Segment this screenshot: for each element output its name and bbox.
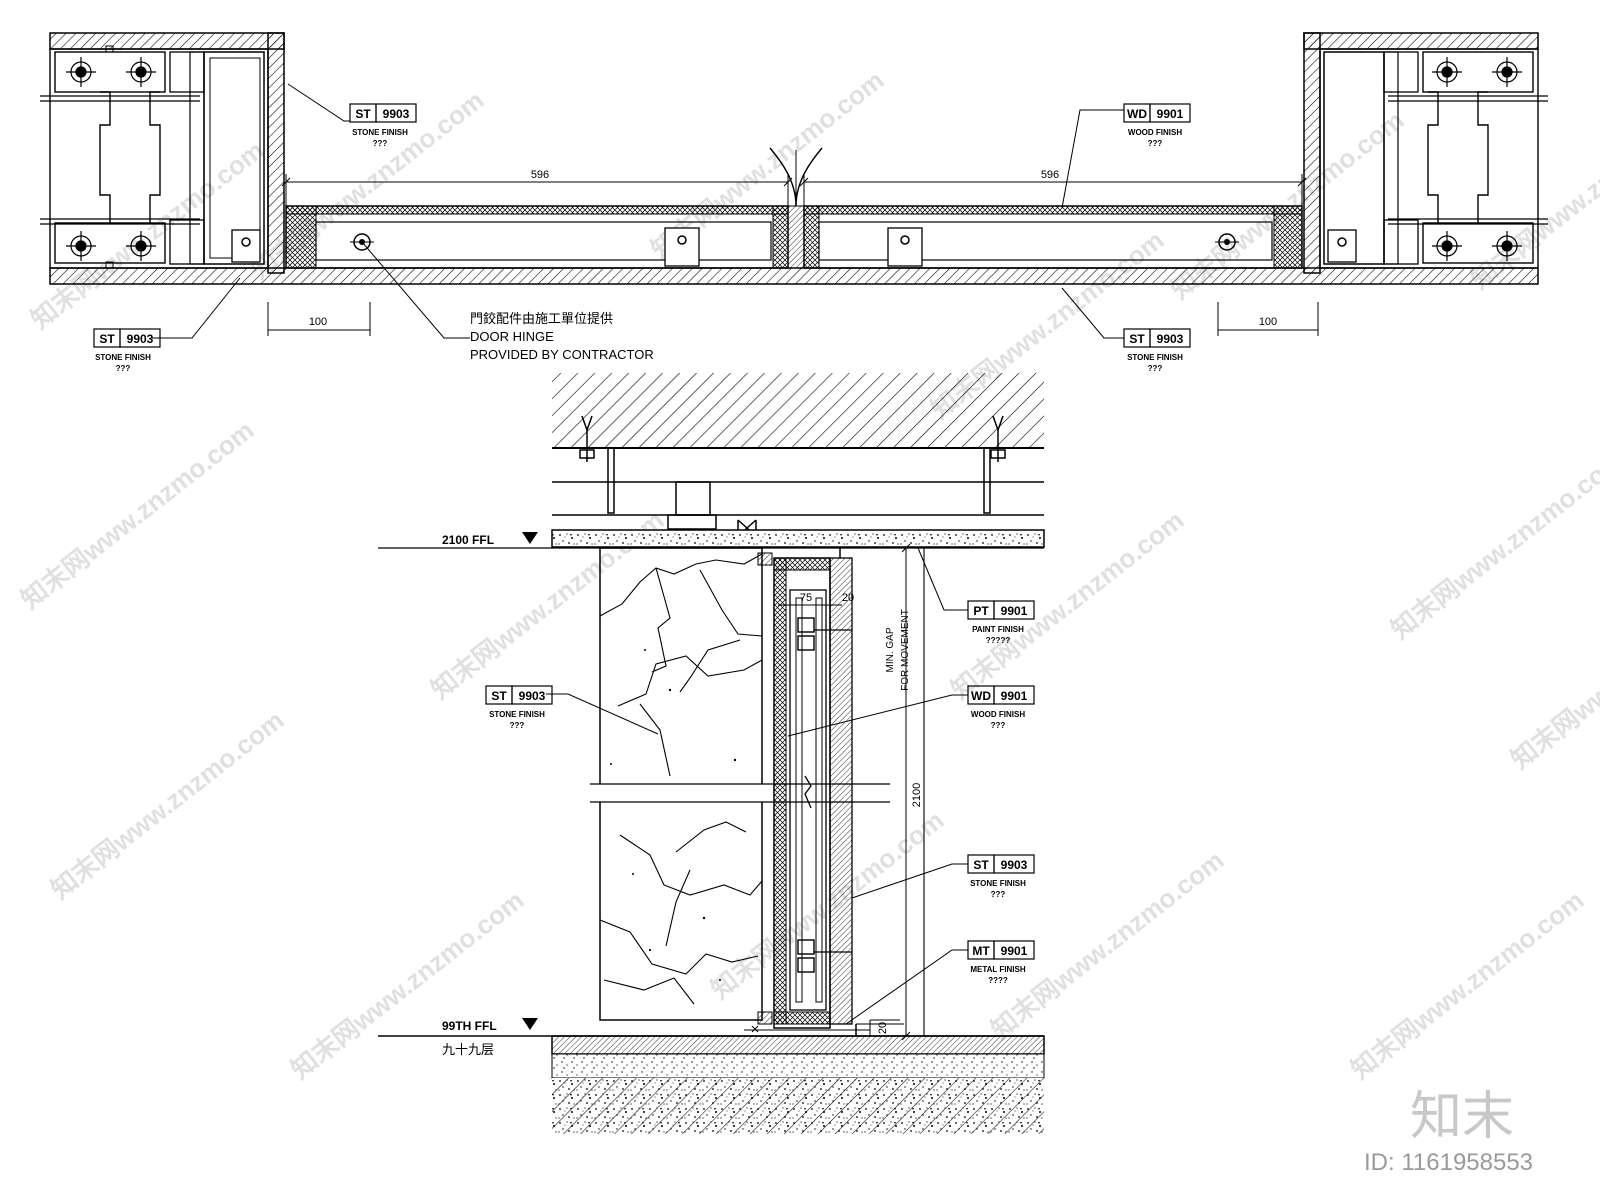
image-id: ID: 1161958553: [1364, 1149, 1533, 1176]
tag-wd-section: WD 9901 WOOD FINISH ???: [967, 685, 1035, 730]
dim-bottom-gap: 20: [877, 1022, 889, 1034]
svg-text:九十九层: 九十九层: [442, 1042, 494, 1057]
svg-text:9903: 9903: [383, 107, 410, 121]
svg-text:99TH FFL: 99TH FFL: [442, 1019, 497, 1033]
svg-text:9903: 9903: [1001, 858, 1028, 872]
svg-text:STONE FINISH: STONE FINISH: [970, 879, 1026, 888]
svg-text:?????: ?????: [986, 636, 1011, 645]
svg-text:???: ???: [991, 721, 1006, 730]
watermark-text: 知末网www.znzmo.com: [1385, 445, 1600, 645]
level-marker-bottom: 99TH FFL 九十九层: [442, 1018, 538, 1057]
svg-text:ST: ST: [355, 107, 371, 121]
svg-text:STONE FINISH: STONE FINISH: [1127, 353, 1183, 362]
dim-left-width: 596: [531, 169, 549, 181]
svg-text:PAINT FINISH: PAINT FINISH: [972, 625, 1024, 634]
svg-text:STONE FINISH: STONE FINISH: [489, 710, 545, 719]
svg-text:STONE FINISH: STONE FINISH: [95, 353, 151, 362]
svg-text:ST: ST: [1129, 332, 1145, 346]
marble-veins: [599, 553, 763, 1005]
tag-st-section-right: ST 9903 STONE FINISH ???: [967, 854, 1035, 899]
tag-st-bottom-left: ST 9903 STONE FINISH ???: [93, 328, 161, 373]
door-leaves-plan: [285, 147, 1303, 269]
dim-height: 2100: [911, 783, 923, 807]
svg-text:MT: MT: [972, 944, 990, 958]
right-steel-frame: [1319, 48, 1548, 269]
svg-text:WOOD FINISH: WOOD FINISH: [971, 710, 1025, 719]
dim-plate-gap: 20: [842, 592, 854, 604]
hinge-note-cn: 門鉸配件由施工單位提供: [470, 311, 613, 326]
tag-st-bottom-right: ST 9903 STONE FINISH ???: [1123, 328, 1191, 373]
svg-text:????: ????: [988, 976, 1008, 985]
tag-st-section-left: ST 9903 STONE FINISH ???: [485, 685, 553, 730]
svg-text:STONE FINISH: STONE FINISH: [352, 128, 408, 137]
svg-text:ST: ST: [491, 689, 507, 703]
svg-text:9903: 9903: [1157, 332, 1184, 346]
watermark-text: 知末网www.znzmo.com: [15, 415, 259, 615]
svg-text:WD: WD: [971, 689, 991, 703]
brand-watermark: 知末: [1410, 1087, 1514, 1147]
gap-note-1: MIN. GAP: [885, 627, 896, 672]
watermark-text: 知末网www.znzmo.com: [45, 705, 289, 905]
svg-text:ST: ST: [973, 858, 989, 872]
svg-text:2100 FFL: 2100 FFL: [442, 533, 494, 547]
dim-right-width: 596: [1041, 169, 1059, 181]
svg-text:???: ???: [510, 721, 525, 730]
level-marker-top: 2100 FFL: [442, 532, 538, 547]
svg-text:9903: 9903: [127, 332, 154, 346]
watermark-text: 知末网www.znzmo.com: [705, 805, 949, 1005]
svg-text:???: ???: [1148, 139, 1163, 148]
svg-text:???: ???: [991, 890, 1006, 899]
left-steel-frame: [40, 45, 269, 269]
hinge-note-en-1: DOOR HINGE: [470, 329, 554, 344]
svg-text:9901: 9901: [1001, 944, 1028, 958]
svg-text:???: ???: [373, 139, 388, 148]
tag-mt-section: MT 9901 METAL FINISH ????: [967, 940, 1035, 985]
svg-text:9901: 9901: [1001, 689, 1028, 703]
tag-st-top-left: ST 9903 STONE FINISH ???: [349, 103, 417, 148]
watermark-text: 知末网www.znzmo.com: [1505, 575, 1600, 775]
svg-text:???: ???: [1148, 364, 1163, 373]
hinge-note-en-2: PROVIDED BY CONTRACTOR: [470, 347, 654, 362]
dim-right-offset: 100: [1259, 316, 1277, 328]
svg-text:PT: PT: [973, 604, 989, 618]
svg-text:9901: 9901: [1157, 107, 1184, 121]
svg-text:ST: ST: [99, 332, 115, 346]
tag-pt-section: PT 9901 PAINT FINISH ?????: [967, 600, 1035, 645]
svg-text:9901: 9901: [1001, 604, 1028, 618]
dim-plate: 75: [800, 592, 812, 604]
section-view: MIN. GAP FOR MOVEMENT 75 20 2100 20 2100…: [378, 373, 1045, 1134]
plan-dimensions: [267, 174, 1319, 336]
svg-text:WD: WD: [1127, 107, 1147, 121]
svg-text:WOOD FINISH: WOOD FINISH: [1128, 128, 1182, 137]
svg-text:???: ???: [116, 364, 131, 373]
dim-left-offset: 100: [309, 316, 327, 328]
door-frame-section: [744, 548, 870, 1036]
watermark-text: 知末网www.znzmo.com: [1345, 885, 1589, 1085]
svg-text:METAL FINISH: METAL FINISH: [970, 965, 1025, 974]
svg-text:9903: 9903: [519, 689, 546, 703]
plan-view: 596 596 100 100 ST 9903 STONE FINISH ???…: [40, 32, 1548, 373]
tag-wd-top-right: WD 9901 WOOD FINISH ???: [1123, 103, 1191, 148]
